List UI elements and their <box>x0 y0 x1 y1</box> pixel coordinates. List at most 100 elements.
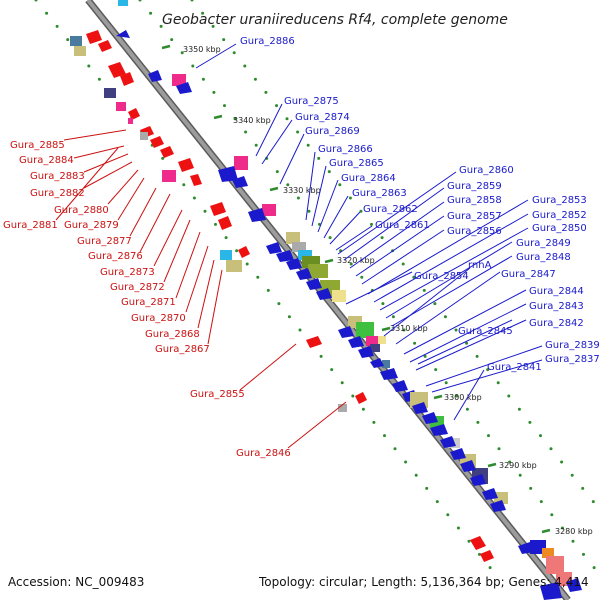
track-dot <box>443 315 447 319</box>
track-dot <box>360 275 364 279</box>
gene-label: Gura_2877 <box>77 236 132 247</box>
gene-box <box>366 336 378 346</box>
gene-arrow-forward <box>286 258 302 270</box>
track-dot <box>330 368 334 372</box>
gene-arrow-forward <box>358 346 374 358</box>
gene-box <box>382 360 390 368</box>
gene-label: Gura_2866 <box>318 144 373 155</box>
track-dot <box>414 473 418 477</box>
track-dot <box>517 407 521 411</box>
track-dot <box>298 328 302 332</box>
track-dot <box>296 196 300 200</box>
track-dot <box>422 288 426 292</box>
gene-label: Gura_2883 <box>30 171 85 182</box>
track-dot <box>201 11 205 15</box>
gene-arrow-forward <box>482 488 498 500</box>
track-dot <box>275 170 279 174</box>
track-dot <box>381 302 385 306</box>
track-dot <box>370 222 373 226</box>
track-dot <box>539 500 543 504</box>
gene-box <box>70 36 82 46</box>
track-dot <box>212 90 216 94</box>
gene-box <box>546 556 564 574</box>
track-dot <box>192 196 196 200</box>
track-dot <box>180 51 184 55</box>
track-dot <box>393 447 397 451</box>
tick-dot-tracks <box>34 0 596 570</box>
position-tick-3320: 3320 kbp <box>324 256 375 265</box>
gene-box <box>162 170 176 182</box>
gene-box <box>338 404 347 412</box>
gene-arrow-forward <box>540 582 562 600</box>
gene-arrow-reverse <box>306 336 322 348</box>
track-dot <box>214 222 217 226</box>
gene-arrow-forward <box>370 358 384 368</box>
track-dot <box>592 566 596 570</box>
gene-arrow-reverse <box>86 30 102 44</box>
position-tick-3300: 3300 kbp <box>433 393 482 402</box>
track-dot <box>582 552 585 556</box>
gene-label: Gura_2842 <box>529 318 584 329</box>
track-dot <box>560 460 564 464</box>
gene-arrow-forward <box>412 402 428 414</box>
track-dot <box>338 183 342 187</box>
gene-arrow-forward <box>316 288 332 300</box>
track-dot <box>340 381 344 385</box>
gene-box <box>116 102 126 111</box>
track-dot <box>201 77 205 81</box>
track-dot <box>550 513 554 517</box>
gene-label: Gura_2865 <box>329 158 384 169</box>
gene-label: Gura_2843 <box>529 301 584 312</box>
gene-label: Gura_2864 <box>341 173 396 184</box>
gene-box <box>128 118 133 124</box>
gene-label: Gura_2868 <box>145 329 200 340</box>
track-dot <box>161 156 165 160</box>
track-dot <box>412 275 416 279</box>
gene-arrow-forward <box>460 460 476 472</box>
track-dot <box>245 262 249 266</box>
gene-arrow-reverse <box>160 146 174 158</box>
gene-box <box>298 250 312 260</box>
position-tick-3340: 3340 kbp <box>213 114 271 125</box>
track-dot <box>286 183 290 187</box>
position-tick-3330: 3330 kbp <box>269 186 321 195</box>
gene-box <box>226 260 242 272</box>
track-dot <box>287 315 291 319</box>
track-dot <box>435 500 439 504</box>
gene-box <box>292 242 306 252</box>
position-label: 3310 kbp <box>390 324 428 333</box>
gene-box <box>378 336 386 344</box>
track-dot <box>191 64 195 68</box>
gene-arrow-forward <box>470 474 486 486</box>
gene-label: rnhA <box>468 260 492 271</box>
track-dot <box>518 473 522 477</box>
gene-box <box>262 204 276 216</box>
forward-gene-labels: Gura_2886 Gura_2875 Gura_2874 Gura_2869 … <box>195 36 600 421</box>
track-dot <box>243 64 247 68</box>
gene-label: Gura_2847 <box>501 269 556 280</box>
track-dot <box>507 394 511 398</box>
gene-label: Gura_2853 <box>532 195 587 206</box>
track-dot <box>465 407 469 411</box>
gene-label: Gura_2852 <box>532 210 587 221</box>
track-dot <box>425 486 429 490</box>
track-dot <box>348 196 352 200</box>
gene-arrow-forward <box>232 176 248 188</box>
track-dot <box>244 130 248 134</box>
gene-label: Gura_2882 <box>30 188 85 199</box>
gene-box <box>308 264 328 278</box>
track-dot <box>97 77 101 81</box>
track-dot <box>560 526 564 530</box>
gene-arrow-forward <box>176 82 192 94</box>
track-dot <box>402 328 406 332</box>
track-dot <box>307 209 311 213</box>
track-dot <box>275 104 278 108</box>
gene-box <box>356 322 374 338</box>
track-dot <box>45 11 49 15</box>
gene-arrow-forward <box>430 424 448 436</box>
track-dot <box>434 368 438 372</box>
gene-label: Gura_2848 <box>516 252 571 263</box>
track-dot <box>190 0 194 2</box>
track-dot <box>591 500 595 504</box>
gene-arrow-forward <box>266 242 282 254</box>
